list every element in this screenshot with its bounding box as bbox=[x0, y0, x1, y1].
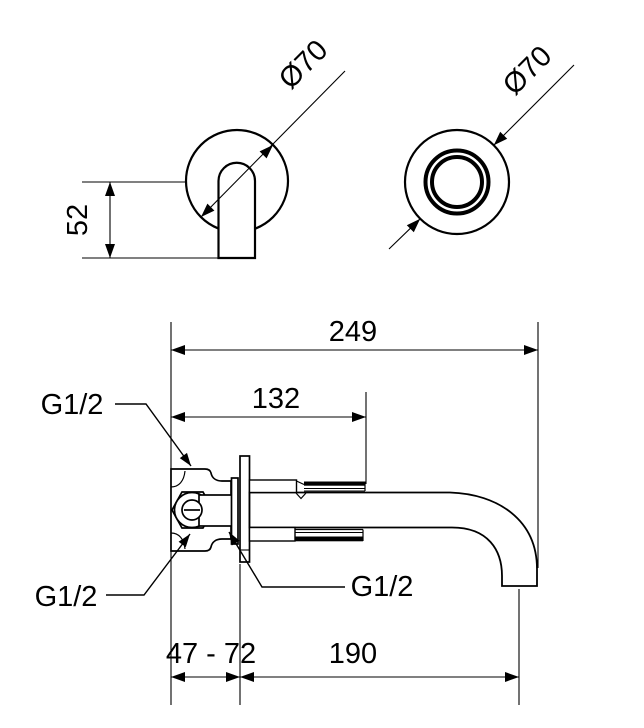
arrowhead bbox=[524, 345, 538, 355]
handle-diameter-label: Ø70 bbox=[273, 34, 334, 95]
top-inlet-stud bbox=[248, 479, 366, 500]
leader-line bbox=[106, 533, 191, 596]
spout-escutcheon-circle bbox=[403, 128, 511, 236]
handle-front-view: 52 Ø70 bbox=[62, 34, 346, 260]
handle-lever bbox=[217, 161, 257, 260]
overall-depth-label: 249 bbox=[329, 316, 377, 348]
joint-notch bbox=[295, 492, 307, 500]
arrowhead bbox=[226, 672, 240, 682]
chamfer-line bbox=[296, 480, 305, 486]
arrowhead bbox=[105, 182, 115, 196]
thread-label-bottom-left: G1/2 bbox=[35, 581, 98, 613]
stud-shaft bbox=[248, 526, 296, 542]
rough-in-length-label: 132 bbox=[252, 383, 300, 415]
arrowhead bbox=[201, 203, 215, 217]
arrowhead bbox=[171, 672, 185, 682]
rough-in-length-dimension: 132 bbox=[171, 383, 366, 422]
wall-depth-range-label: 47 - 72 bbox=[166, 638, 256, 670]
collar bbox=[230, 477, 239, 545]
stud-shaft bbox=[248, 479, 298, 494]
arrowhead bbox=[171, 345, 185, 355]
concealed-valve-body bbox=[170, 455, 251, 563]
thread-callout-spout: G1/2 bbox=[228, 531, 414, 603]
dimension-line bbox=[493, 64, 575, 146]
arrowhead bbox=[178, 534, 190, 548]
leader-line bbox=[115, 403, 192, 467]
thread-label-top: G1/2 bbox=[41, 389, 104, 421]
arrowhead bbox=[493, 131, 508, 146]
spout-outer-ring bbox=[423, 148, 491, 216]
spout-outline bbox=[248, 491, 538, 587]
arrowhead bbox=[259, 145, 273, 159]
spout-inner-ring bbox=[430, 155, 484, 209]
bottom-dimensions: 47 - 72 190 bbox=[166, 638, 519, 682]
spout-diameter-label: Ø70 bbox=[497, 40, 558, 101]
arrowhead bbox=[229, 532, 240, 546]
spout-reach-label: 190 bbox=[329, 638, 377, 670]
escutcheon-flange bbox=[239, 455, 251, 563]
spout-front-view: Ø70 bbox=[388, 40, 575, 250]
arrowhead bbox=[352, 412, 366, 422]
arrowhead bbox=[240, 672, 254, 682]
arrowhead bbox=[505, 672, 519, 682]
overall-depth-dimension: 249 bbox=[171, 316, 538, 355]
thread-band bbox=[295, 536, 363, 542]
thread-callout-bottom-left: G1/2 bbox=[35, 533, 191, 613]
arrowhead bbox=[179, 452, 191, 466]
thread-band bbox=[304, 481, 365, 486]
thread-callout-top: G1/2 bbox=[41, 389, 192, 467]
lever-length-label: 52 bbox=[62, 204, 94, 236]
cartridge-housing bbox=[198, 494, 234, 527]
thread-label-spout: G1/2 bbox=[351, 571, 414, 603]
arrowhead bbox=[406, 218, 421, 233]
lever-length-dimension: 52 bbox=[62, 181, 256, 259]
side-view: 249 132 bbox=[35, 316, 539, 705]
arrowhead bbox=[105, 244, 115, 258]
bottom-inlet-stud bbox=[248, 526, 364, 542]
dimension-line bbox=[200, 70, 346, 218]
body-fillet bbox=[170, 532, 186, 550]
body-fillet bbox=[170, 470, 186, 488]
leader-line bbox=[228, 531, 345, 588]
arrowhead bbox=[171, 412, 185, 422]
